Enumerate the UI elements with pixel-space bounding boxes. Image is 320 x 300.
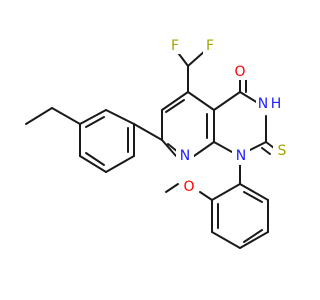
bond-c5-c6-inner	[165, 99, 185, 113]
atom-label-n-pyridine: N	[180, 148, 190, 164]
bond-c2-s-2	[261, 147, 271, 155]
atom-label-nh-h: H	[271, 96, 282, 112]
bond-ep-2	[79, 109, 107, 125]
atom-label-o-methoxy: O	[183, 179, 194, 195]
molecule-svg: F F O N H N N S O	[25, 38, 291, 249]
bond-aryl-o	[199, 191, 213, 201]
bond-c2-s	[265, 141, 275, 149]
bond-mp-6	[239, 183, 269, 201]
bond-mp-4	[239, 231, 269, 249]
atom-label-n1: N	[236, 148, 246, 164]
bond-ethyl-2	[25, 107, 53, 125]
bond-ep-5	[105, 155, 135, 173]
bond-ep-1	[105, 109, 135, 125]
molecule-canvas: F F O N H N N S O	[25, 38, 291, 249]
bond-ep-inner-1	[85, 116, 105, 128]
bond-ethyl-1	[51, 107, 81, 125]
atom-label-nh-n: N	[258, 96, 268, 112]
bond-mp-3	[211, 231, 241, 249]
bond-ep-4	[79, 155, 107, 173]
bond-c5-c6	[161, 91, 189, 111]
bond-c4-n3	[239, 91, 259, 104]
atom-label-f2: F	[206, 38, 214, 54]
bond-c4a-c4	[213, 91, 241, 111]
bond-ep-inner-2	[85, 152, 105, 166]
bond-n1-c8a	[213, 141, 233, 153]
bond-group	[25, 49, 275, 249]
bond-c7-aryl	[133, 123, 163, 141]
bond-mp-inner-2	[243, 229, 263, 243]
bond-c4a-c5	[187, 91, 215, 111]
bond-mp-inner-3	[243, 191, 263, 203]
atom-label-o-carbonyl: O	[234, 64, 245, 80]
bond-mp-1	[211, 183, 241, 201]
atom-label-f1: F	[171, 38, 179, 54]
bond-o-ch3	[165, 183, 179, 193]
atom-label-group: F F O N H N N S O	[168, 38, 291, 196]
atom-label-s-thione: S	[278, 143, 287, 159]
bond-n8-c8a	[193, 141, 215, 157]
bond-c7-n8	[161, 139, 177, 157]
